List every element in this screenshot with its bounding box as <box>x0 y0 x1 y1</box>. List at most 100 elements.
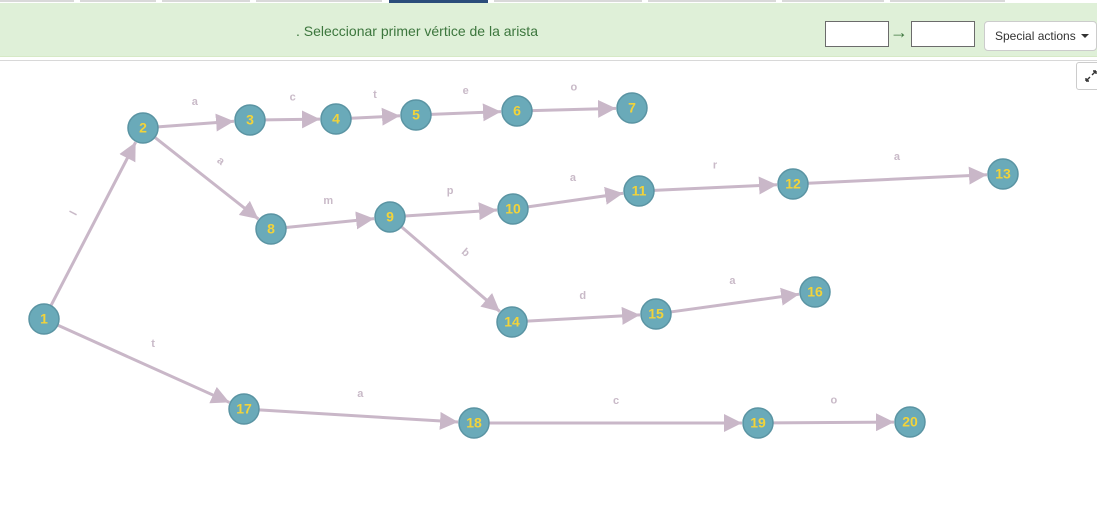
edge-label-1-17: t <box>151 338 155 350</box>
edge-14-15[interactable] <box>526 306 641 325</box>
node-label-7: 7 <box>628 100 636 116</box>
node-label-1: 1 <box>40 311 48 327</box>
edge-10-11[interactable] <box>527 186 624 209</box>
edge-label-12-13: a <box>894 151 901 163</box>
node-circle-4[interactable] <box>320 103 352 135</box>
tab-2[interactable] <box>80 0 156 2</box>
top-tab-strip <box>0 0 1097 3</box>
edge-label-9-10: p <box>447 185 454 197</box>
caret-down-icon <box>1080 34 1089 38</box>
node-7[interactable]: 7 <box>616 92 648 124</box>
node-circle-11[interactable] <box>623 175 655 207</box>
tab-9[interactable] <box>890 0 1005 2</box>
edge-label-1-2: l <box>68 209 80 217</box>
tab-1[interactable] <box>0 0 74 2</box>
edge-2-8[interactable] <box>153 136 260 221</box>
edge-2-3[interactable] <box>157 113 235 132</box>
node-circle-18[interactable] <box>458 407 490 439</box>
edge-1-2[interactable] <box>49 141 137 307</box>
edge-15-16[interactable] <box>670 287 800 314</box>
edge-4-5[interactable] <box>350 107 401 126</box>
edge-label-2-8: a <box>215 155 228 169</box>
status-banner: . Seleccionar primer vértice de la arist… <box>0 3 1097 57</box>
edge-label-8-9: m <box>323 195 333 207</box>
node-circle-19[interactable] <box>742 407 774 439</box>
edge-17-18[interactable] <box>258 408 459 430</box>
edge-arrow-glyph: → <box>890 22 908 42</box>
node-label-9: 9 <box>386 209 394 225</box>
edge-label-18-19: c <box>613 395 619 407</box>
node-13[interactable]: 13 <box>987 158 1019 190</box>
node-1[interactable]: 1 <box>28 303 60 335</box>
tab-3[interactable] <box>162 0 250 2</box>
tab-7[interactable] <box>648 0 776 2</box>
node-circle-2[interactable] <box>127 112 159 144</box>
tab-5-active[interactable] <box>389 0 488 3</box>
tab-4[interactable] <box>256 0 382 2</box>
node-label-18: 18 <box>466 415 482 431</box>
node-circle-15[interactable] <box>640 298 672 330</box>
edge-9-14[interactable] <box>400 225 501 313</box>
node-16[interactable]: 16 <box>799 276 831 308</box>
special-actions-button[interactable]: Special actions <box>984 21 1097 51</box>
edge-5-6[interactable] <box>430 103 502 122</box>
node-circle-20[interactable] <box>894 406 926 438</box>
node-circle-17[interactable] <box>228 393 260 425</box>
edge-19-20[interactable] <box>772 413 895 432</box>
node-20[interactable]: 20 <box>894 406 926 438</box>
node-9[interactable]: 9 <box>374 201 406 233</box>
edge-1-17[interactable] <box>57 323 231 404</box>
edge-label-11-12: r <box>713 159 718 171</box>
node-14[interactable]: 14 <box>496 306 528 338</box>
expand-icon <box>1085 70 1097 82</box>
tab-8[interactable] <box>782 0 884 2</box>
edge-6-7[interactable] <box>531 99 617 118</box>
node-3[interactable]: 3 <box>234 104 266 136</box>
node-12[interactable]: 12 <box>777 168 809 200</box>
node-19[interactable]: 19 <box>742 407 774 439</box>
node-15[interactable]: 15 <box>640 298 672 330</box>
edge-12-13[interactable] <box>807 166 988 185</box>
edge-source-input[interactable] <box>825 21 889 47</box>
node-18[interactable]: 18 <box>458 407 490 439</box>
edge-target-input[interactable] <box>911 21 975 47</box>
edge-9-10[interactable] <box>404 202 498 221</box>
node-circle-14[interactable] <box>496 306 528 338</box>
node-4[interactable]: 4 <box>320 103 352 135</box>
tab-6[interactable] <box>494 0 642 2</box>
edge-label-14-15: d <box>579 290 586 302</box>
node-10[interactable]: 10 <box>497 193 529 225</box>
node-11[interactable]: 11 <box>623 175 655 207</box>
node-label-19: 19 <box>750 415 766 431</box>
edge-3-4[interactable] <box>264 110 321 129</box>
node-circle-6[interactable] <box>501 95 533 127</box>
node-circle-13[interactable] <box>987 158 1019 190</box>
node-circle-12[interactable] <box>777 168 809 200</box>
edge-8-9[interactable] <box>285 211 375 230</box>
node-label-15: 15 <box>648 306 664 322</box>
node-label-16: 16 <box>807 284 823 300</box>
node-circle-10[interactable] <box>497 193 529 225</box>
node-6[interactable]: 6 <box>501 95 533 127</box>
banner-message: . Seleccionar primer vértice de la arist… <box>296 23 538 39</box>
node-circle-5[interactable] <box>400 99 432 131</box>
node-17[interactable]: 17 <box>228 393 260 425</box>
node-label-20: 20 <box>902 414 918 430</box>
edge-11-12[interactable] <box>653 176 778 195</box>
node-circle-1[interactable] <box>28 303 60 335</box>
node-circle-3[interactable] <box>234 104 266 136</box>
node-label-10: 10 <box>505 201 521 217</box>
node-circle-8[interactable] <box>255 213 287 245</box>
node-5[interactable]: 5 <box>400 99 432 131</box>
edge-label-2-3: a <box>192 96 199 108</box>
node-label-5: 5 <box>412 107 420 123</box>
node-circle-7[interactable] <box>616 92 648 124</box>
expand-button[interactable] <box>1076 62 1097 90</box>
edge-label-9-14: b <box>459 246 472 260</box>
node-2[interactable]: 2 <box>127 112 159 144</box>
node-8[interactable]: 8 <box>255 213 287 245</box>
node-circle-16[interactable] <box>799 276 831 308</box>
node-circle-9[interactable] <box>374 201 406 233</box>
node-label-14: 14 <box>504 314 520 330</box>
